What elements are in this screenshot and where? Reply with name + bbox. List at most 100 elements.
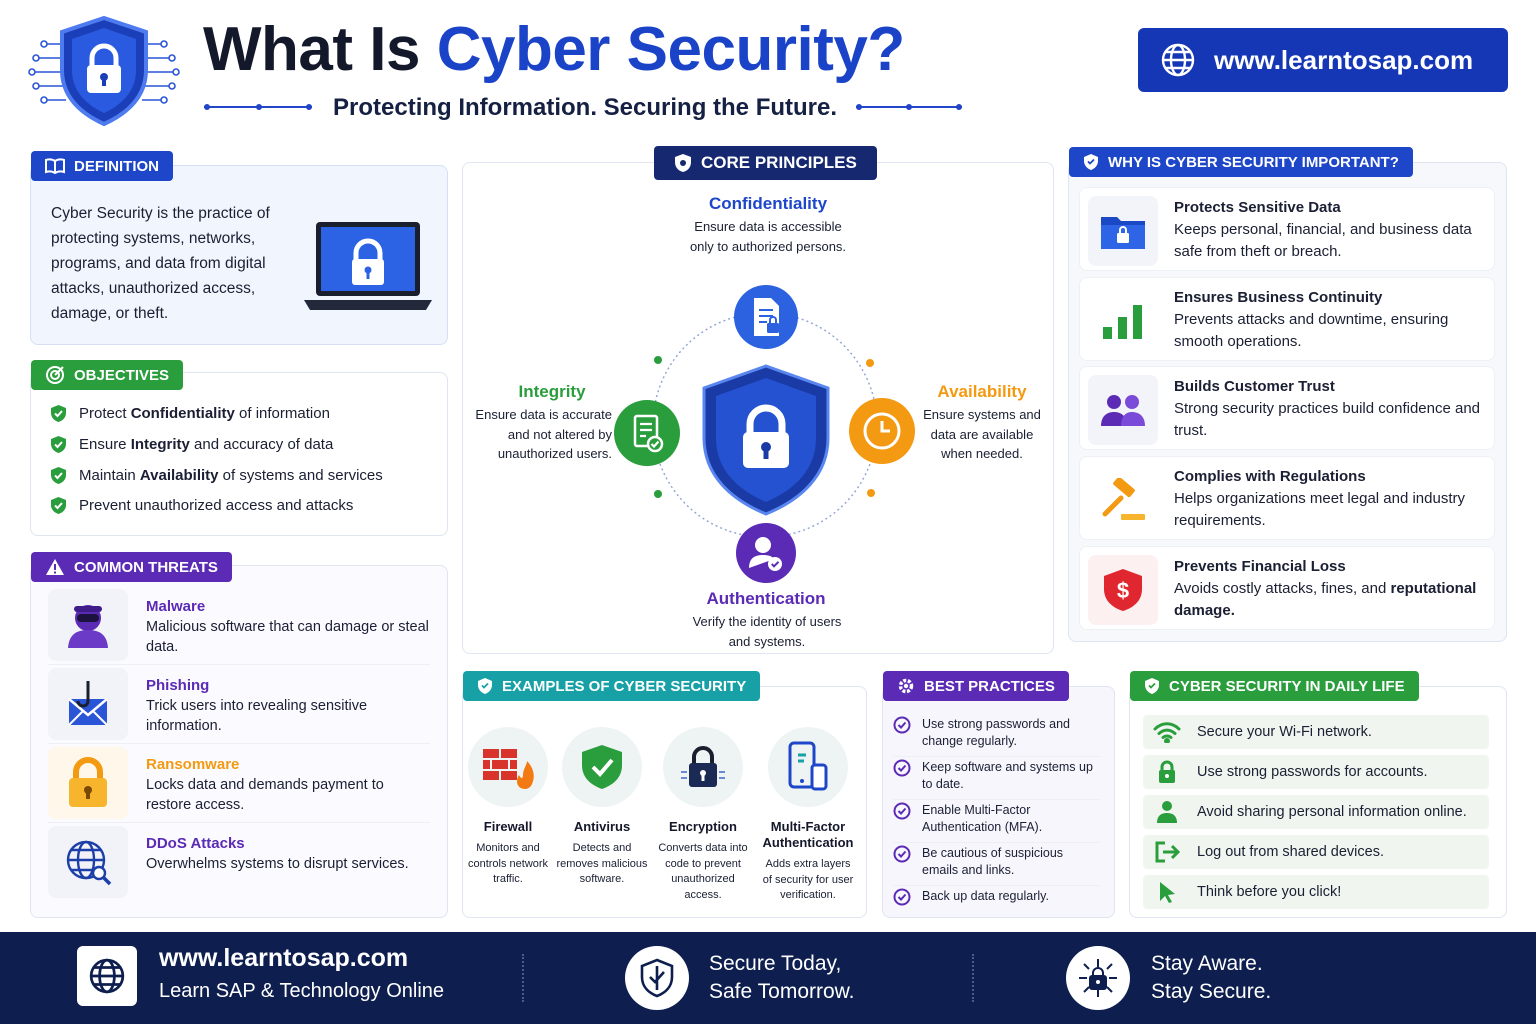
authentication-user-icon (735, 522, 797, 589)
availability-desc: Ensure systems and data are available wh… (923, 407, 1041, 461)
best-practice-item: Use strong passwords and change regularl… (893, 716, 1100, 757)
check-circle-icon (893, 759, 911, 777)
importance-title: Protects Sensitive Data (1174, 199, 1341, 216)
shield-check-icon (51, 497, 66, 514)
example-title: Firewall (483, 819, 533, 834)
daily-life-text: Use strong passwords for accounts. (1197, 764, 1428, 780)
example-desc: Monitors and controls network traffic. (467, 842, 549, 885)
best-practices-tag-label: BEST PRACTICES (924, 677, 1055, 695)
best-practice-text: Be cautious of suspicious emails and lin… (922, 846, 1064, 877)
network-lock-icon (1079, 959, 1117, 997)
footer-slogan-1-line-2: Safe Tomorrow. (709, 980, 855, 1003)
importance-title: Builds Customer Trust (1174, 378, 1335, 395)
objective-text: Protect (79, 405, 131, 422)
daily-life-text: Avoid sharing personal information onlin… (1197, 804, 1467, 820)
threat-title: Phishing (146, 677, 210, 694)
objectives-panel (30, 372, 448, 536)
header-url-button[interactable]: www.learntosap.com (1138, 28, 1508, 92)
phishing-email-icon (48, 668, 128, 740)
objective-text: and accuracy of data (189, 436, 334, 453)
objective-bold: Integrity (130, 436, 190, 453)
daily-life-item: Log out from shared devices. (1143, 835, 1489, 869)
footer-shield-badge (625, 946, 689, 1010)
hacker-icon (48, 589, 128, 661)
daily-life-tag-label: CYBER SECURITY IN DAILY LIFE (1169, 677, 1405, 695)
folder-lock-icon (1088, 196, 1158, 266)
integrity-title: Integrity (518, 382, 586, 401)
principles-tag-label: CORE PRINCIPLES (701, 153, 857, 172)
encryption-lock-icon (663, 727, 743, 807)
shield-dollar-icon: $ (1088, 555, 1158, 625)
objective-text: Prevent unauthorized access and attacks (79, 497, 354, 514)
best-practice-text: Enable Multi-Factor Authentication (MFA)… (922, 803, 1043, 834)
laptop-lock-icon (302, 220, 434, 319)
example-mfa: Multi-Factor Authentication Adds extra l… (760, 727, 856, 904)
logout-icon (1155, 841, 1181, 863)
daily-life-text: Secure your Wi-Fi network. (1197, 724, 1372, 740)
check-circle-icon (893, 716, 911, 734)
padlock-icon (48, 747, 128, 819)
antivirus-shield-icon (562, 727, 642, 807)
confidentiality-title: Confidentiality (708, 194, 828, 213)
best-practice-item: Enable Multi-Factor Authentication (MFA)… (893, 802, 1100, 843)
shield-check-icon (51, 436, 66, 453)
best-practice-item: Be cautious of suspicious emails and lin… (893, 845, 1100, 886)
objectives-tag: OBJECTIVES (31, 360, 184, 390)
globe-icon (1161, 43, 1195, 77)
target-icon (46, 366, 64, 384)
footer-globe-badge (77, 946, 137, 1006)
authentication-desc: Verify the identity of users and systems… (692, 614, 842, 649)
definition-tag-label: DEFINITION (74, 157, 159, 175)
threats-tag-label: COMMON THREATS (74, 558, 218, 576)
example-desc: Detects and removes malicious software. (556, 842, 648, 885)
shield-check-icon (51, 467, 66, 484)
definition-tag: DEFINITION (31, 151, 173, 181)
footer-lock-badge (1066, 946, 1130, 1010)
example-firewall: Firewall Monitors and controls network t… (460, 727, 556, 888)
example-desc: Adds extra layers of security for user v… (762, 858, 854, 901)
importance-desc: Avoids costly attacks, fines, and (1174, 580, 1391, 597)
best-practice-item: Back up data regularly. (893, 888, 1100, 912)
header-shield-logo (26, 14, 182, 128)
importance-title: Complies with Regulations (1174, 468, 1366, 485)
importance-desc-bold: reputational damage. (1174, 580, 1477, 619)
gear-icon (898, 678, 914, 694)
subtitle-divider-right (856, 104, 962, 110)
page-title: What Is Cyber Security? (203, 14, 905, 85)
objectives-tag-label: OBJECTIVES (74, 366, 170, 384)
example-encryption: Encryption Converts data into code to pr… (655, 727, 751, 903)
best-practice-text: Keep software and systems up to date. (922, 760, 1093, 791)
threats-tag: COMMON THREATS (31, 552, 232, 582)
user-icon (1157, 801, 1177, 823)
confidentiality-icon (733, 284, 799, 355)
shield-check-icon (51, 405, 66, 422)
importance-desc: Strong security practices build confiden… (1174, 400, 1481, 439)
best-practice-text: Back up data regularly. (922, 889, 1049, 903)
threat-title: Ransomware (146, 756, 240, 773)
footer-slogan-2-line-1: Stay Aware. (1151, 952, 1263, 975)
firewall-icon (468, 727, 548, 807)
title-part-1: What Is (203, 15, 437, 84)
page-subtitle: Protecting Information. Securing the Fut… (333, 94, 838, 121)
users-icon (1088, 375, 1158, 445)
globe-search-icon (48, 826, 128, 898)
footer-slogan-1-line-1: Secure Today, (709, 952, 842, 975)
wifi-icon (1153, 722, 1181, 743)
daily-life-text: Log out from shared devices. (1197, 844, 1384, 860)
threat-desc: Locks data and demands payment to restor… (146, 777, 384, 813)
daily-life-item: Use strong passwords for accounts. (1143, 755, 1489, 789)
importance-desc: Helps organizations meet legal and indus… (1174, 490, 1465, 529)
objective-item: Ensure Integrity and accuracy of data (50, 435, 333, 454)
footer-url-link[interactable]: www.learntosap.com (159, 944, 409, 972)
daily-life-tag: CYBER SECURITY IN DAILY LIFE (1130, 671, 1419, 701)
example-title: Encryption (669, 819, 737, 834)
best-practices-panel (882, 686, 1115, 918)
footer-divider (522, 954, 524, 1002)
